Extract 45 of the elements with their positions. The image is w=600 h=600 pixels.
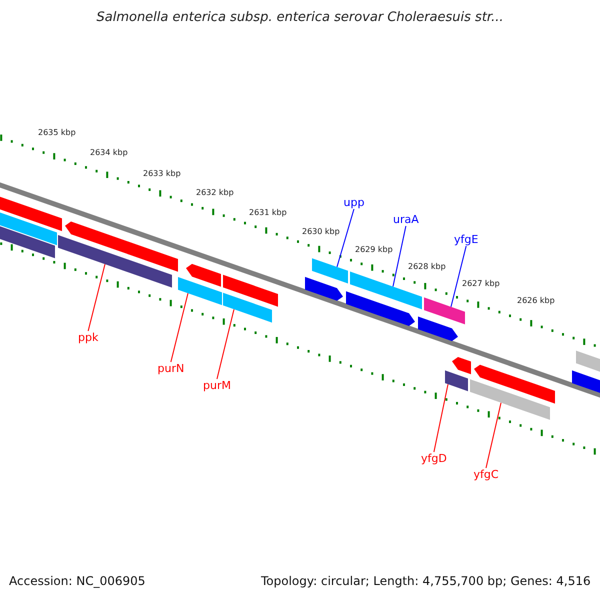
footer-text: Topology: circular; Length: 4,755,700 bp; Genes: 4,516 bbox=[261, 575, 591, 587]
tick-label: 2629 kbp bbox=[355, 246, 393, 254]
gene-bar bbox=[350, 272, 422, 310]
gene-bar bbox=[223, 292, 272, 323]
leader-line bbox=[88, 264, 106, 332]
gene-label: yfgD bbox=[421, 453, 447, 464]
leader-line bbox=[450, 246, 467, 308]
tick-label: 2626 kbp bbox=[517, 297, 555, 305]
gene-segment bbox=[474, 364, 555, 404]
gene-bar bbox=[178, 277, 222, 306]
gene-segment bbox=[186, 264, 221, 287]
gene-segment bbox=[305, 276, 343, 301]
tick-label: 2631 kbp bbox=[249, 209, 287, 217]
gene-label: yfgE bbox=[454, 234, 478, 245]
gene-bar bbox=[424, 297, 465, 324]
gene-label: yfgC bbox=[474, 469, 499, 480]
gene-segment bbox=[452, 357, 471, 374]
gene-bar bbox=[312, 258, 348, 284]
gene-label: ppk bbox=[78, 332, 98, 343]
tick-label: 2632 kbp bbox=[196, 189, 234, 197]
tick-label: 2633 kbp bbox=[143, 170, 181, 178]
gene-bar bbox=[445, 370, 468, 392]
gene-label: purM bbox=[203, 380, 231, 391]
gene-bar bbox=[223, 274, 278, 307]
tick-label: 2627 kbp bbox=[462, 280, 500, 288]
gene-label: upp bbox=[344, 197, 364, 208]
leader-line bbox=[486, 402, 502, 468]
gene-segment bbox=[418, 316, 458, 342]
footer-text: Accession: NC_006905 bbox=[9, 575, 146, 587]
leader-line bbox=[433, 384, 448, 452]
leader-line bbox=[216, 308, 234, 380]
map-title: Salmonella enterica subsp. enterica serovar Choleraesuis str... bbox=[96, 11, 504, 24]
tick-label: 2635 kbp bbox=[38, 129, 76, 137]
tick-label: 2628 kbp bbox=[408, 263, 446, 271]
gene-segment bbox=[346, 291, 415, 326]
tick-label: 2634 kbp bbox=[90, 149, 128, 157]
leader-line bbox=[170, 292, 188, 362]
gene-label: purN bbox=[158, 363, 184, 374]
tick-label: 2630 kbp bbox=[302, 228, 340, 236]
leader-line bbox=[336, 208, 354, 268]
gene-segment bbox=[65, 222, 178, 272]
gene-label: uraA bbox=[393, 214, 419, 225]
gene-bar bbox=[470, 379, 550, 420]
leader-line bbox=[392, 226, 406, 288]
gene-bar bbox=[58, 235, 172, 288]
